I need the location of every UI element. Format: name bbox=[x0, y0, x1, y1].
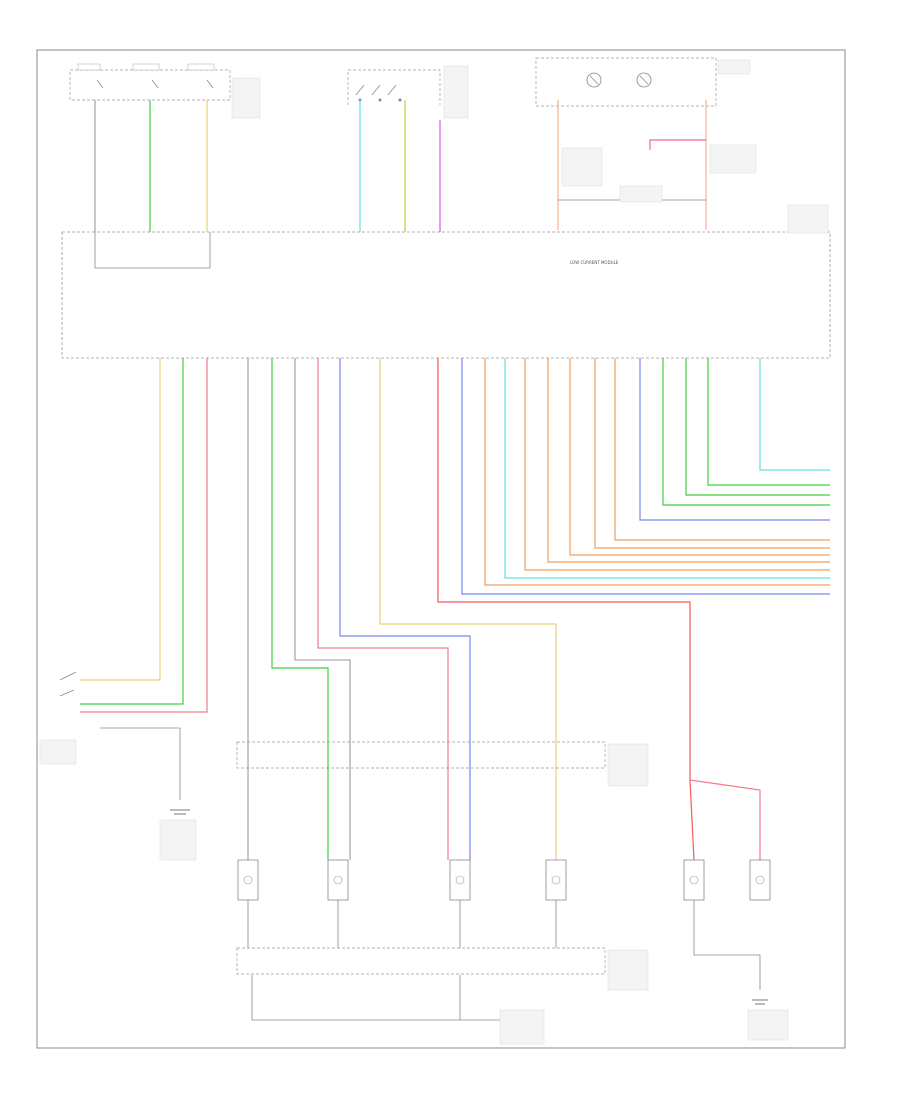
wire-l11 bbox=[689, 779, 761, 860]
top-mid-switch-group bbox=[347, 65, 469, 119]
wire-l1 bbox=[80, 358, 161, 681]
module-title: LOW CURRENT MODULE bbox=[570, 260, 619, 265]
wire-right-5 bbox=[569, 358, 830, 556]
wire-l9 bbox=[379, 420, 557, 860]
lamp-5-bulb-icon bbox=[689, 875, 699, 885]
bottom-grounds bbox=[251, 900, 789, 1045]
lamp-4-icon bbox=[545, 859, 567, 901]
wire-right-0 bbox=[461, 358, 830, 595]
wire-l7 bbox=[317, 358, 449, 860]
wire-right-12 bbox=[759, 358, 830, 471]
wire-right-11 bbox=[707, 358, 830, 486]
low-current-module: LOW CURRENT MODULE bbox=[61, 204, 831, 359]
outer-frame bbox=[36, 49, 846, 1049]
wire-l5 bbox=[271, 358, 329, 860]
wire-l2 bbox=[80, 358, 184, 705]
lamp-2-icon bbox=[327, 859, 349, 901]
wire-right-2 bbox=[504, 358, 830, 579]
lamp-5-icon bbox=[683, 859, 705, 901]
headlamp-switch bbox=[39, 671, 197, 861]
lamp-1-bulb-icon bbox=[243, 875, 253, 885]
wire-right-1 bbox=[484, 358, 830, 586]
lamp-6-bulb-icon bbox=[755, 875, 765, 885]
wire-right-4 bbox=[547, 358, 830, 563]
top-left-switch-group bbox=[69, 63, 261, 119]
lamp-4-bulb-icon bbox=[551, 875, 561, 885]
wire-right-6 bbox=[594, 358, 830, 549]
wire-right-3 bbox=[524, 358, 830, 571]
wire-l6 bbox=[294, 358, 351, 860]
lamp-components bbox=[237, 859, 771, 948]
wire-l8 bbox=[339, 358, 471, 860]
top-right-lamp-group bbox=[535, 57, 757, 230]
lamp-3-bulb-icon bbox=[455, 875, 465, 885]
connector-bars bbox=[236, 741, 649, 991]
lamp-2-bulb-icon bbox=[333, 875, 343, 885]
wire-l3 bbox=[80, 358, 208, 713]
wire-right-8 bbox=[639, 358, 830, 521]
lamp-3-icon bbox=[449, 859, 471, 901]
wire-l10 bbox=[437, 358, 695, 861]
wire-layer bbox=[80, 100, 830, 861]
lamp-6-icon bbox=[749, 859, 771, 901]
wire-right-10 bbox=[685, 358, 830, 496]
wire-right-9 bbox=[662, 358, 830, 506]
wire-right-7 bbox=[614, 358, 830, 541]
lamp-1-icon bbox=[237, 859, 259, 901]
